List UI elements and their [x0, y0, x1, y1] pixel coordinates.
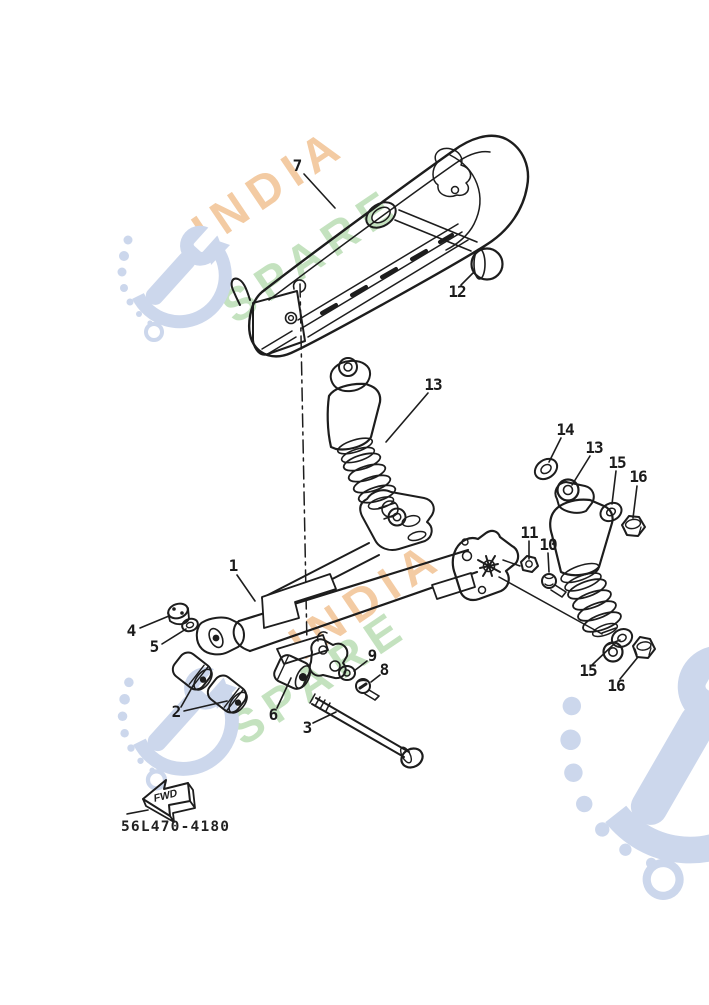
fiche-part-number: 56L470-4180 [121, 819, 231, 835]
pivot-bolt-part3 [310, 694, 426, 771]
callout-16-bottom: 16 [607, 676, 625, 695]
nut-part11 [521, 556, 538, 572]
callout-15-top: 15 [608, 453, 626, 472]
callout-3: 3 [302, 718, 313, 737]
bolt-part8 [356, 679, 379, 700]
nut-part16-top [622, 516, 645, 536]
callout-10: 10 [539, 535, 557, 554]
callout-12: 12 [448, 282, 466, 301]
callout-14: 14 [556, 420, 574, 439]
bolt-part10 [542, 574, 566, 597]
right-shock-absorber-part13 [531, 455, 623, 662]
callout-1: 1 [228, 556, 239, 575]
callout-leader-lines [140, 174, 638, 723]
washer-part9 [339, 666, 355, 680]
callout-8: 8 [379, 660, 390, 679]
callout-16-top: 16 [629, 467, 647, 486]
callout-13-left: 13 [424, 375, 442, 394]
swingarm-part1 [197, 531, 602, 664]
bushings-part2 [169, 649, 252, 718]
left-shock-absorber-part13 [328, 358, 434, 550]
callout-15-bottom: 15 [579, 661, 597, 680]
pivot-collar-part6 [272, 632, 348, 692]
callout-4: 4 [126, 621, 137, 640]
callout-6: 6 [268, 705, 279, 724]
cover-mount-centerline [300, 284, 307, 646]
case-plug-part12 [395, 210, 503, 280]
callout-7: 7 [292, 156, 303, 175]
washer-part14 [531, 455, 561, 484]
washer-part15-bottom [609, 626, 636, 651]
chain-case-cover-part7 [232, 136, 528, 357]
washer-part5 [181, 617, 200, 633]
callout-5: 5 [149, 637, 160, 656]
washer-part15-top [597, 499, 624, 524]
callout-11: 11 [520, 523, 538, 542]
nut-part16-bottom [633, 637, 655, 658]
callout-13-right: 13 [585, 438, 603, 457]
fwd-arrow-icon: FWD [127, 780, 195, 822]
fwd-arrow-label: FWD [154, 787, 178, 805]
callout-2: 2 [171, 702, 182, 721]
callout-9: 9 [367, 646, 378, 665]
